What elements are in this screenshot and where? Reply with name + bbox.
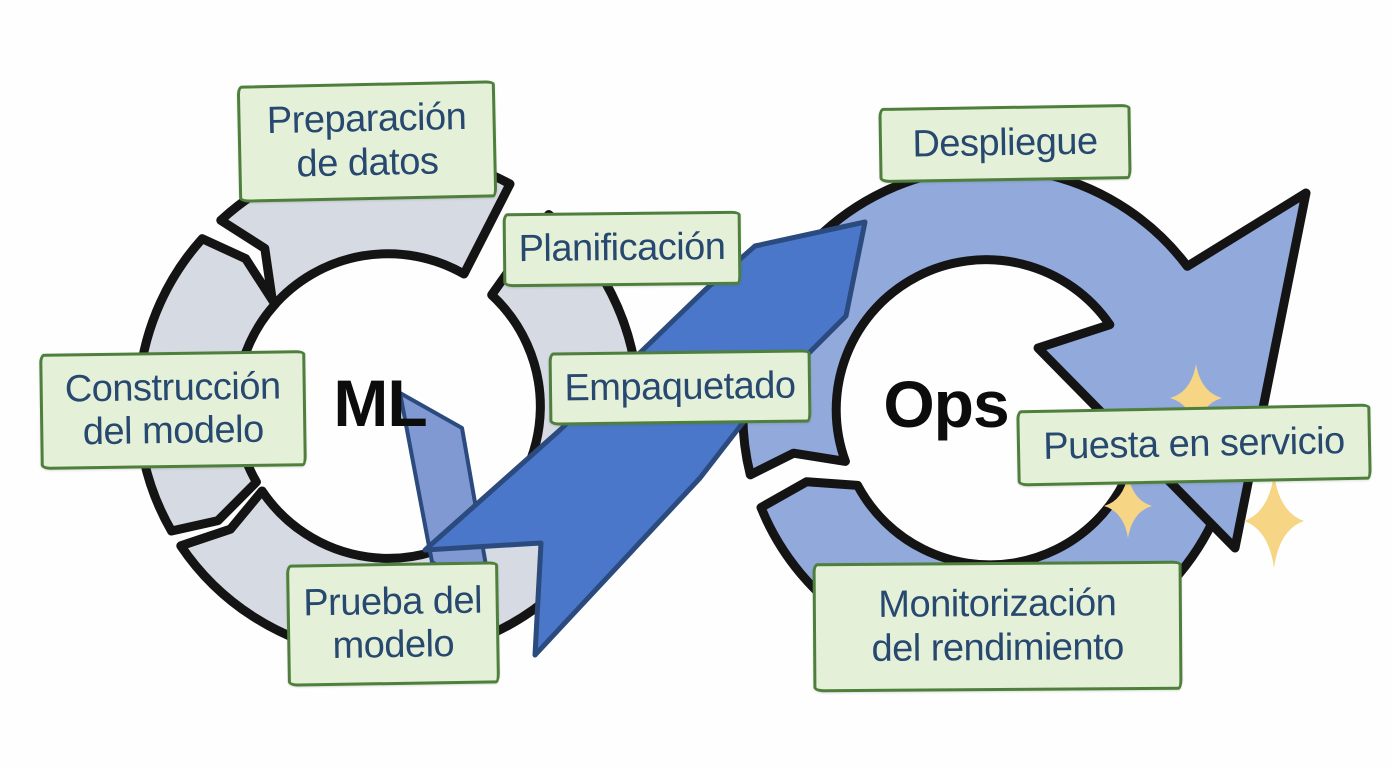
ml-loop-text: ML: [333, 366, 427, 440]
stage-label: Despliegue: [912, 120, 1098, 166]
ops-loop-text: Ops: [883, 367, 1009, 441]
stage-box-preparacion-de-datos: Preparación de datos: [236, 80, 498, 203]
stage-box-prueba-del-modelo: Prueba del modelo: [286, 561, 500, 687]
stage-box-planificacion: Planificación: [502, 210, 742, 288]
stage-box-despliegue: Despliegue: [878, 104, 1132, 183]
sparkle-icon: [1244, 474, 1304, 568]
stage-box-puesta-en-servicio: Puesta en servicio: [1016, 403, 1372, 487]
cross-arrow: [422, 219, 868, 658]
stage-label: Preparación de datos: [266, 96, 467, 185]
sparkle-icon: [1104, 474, 1152, 538]
stage-box-empaquetado: Empaquetado: [548, 349, 812, 426]
sparkle-icon: [1170, 364, 1222, 432]
ml-loop-label: ML: [328, 360, 432, 446]
stage-label: Puesta en servicio: [1042, 420, 1346, 469]
stage-label: Empaquetado: [564, 364, 796, 410]
stage-label: Prueba del modelo: [302, 579, 483, 667]
stage-label: Planificación: [518, 226, 726, 271]
stage-box-monitorizacion-del-rendimiento: Monitorización del rendimiento: [812, 560, 1183, 693]
ops-loop-label: Ops: [874, 358, 1018, 450]
stage-box-construccion-del-modelo: Construcción del modelo: [39, 350, 307, 470]
stage-label: Monitorización del rendimiento: [871, 582, 1124, 670]
stage-label: Construcción del modelo: [64, 365, 281, 454]
